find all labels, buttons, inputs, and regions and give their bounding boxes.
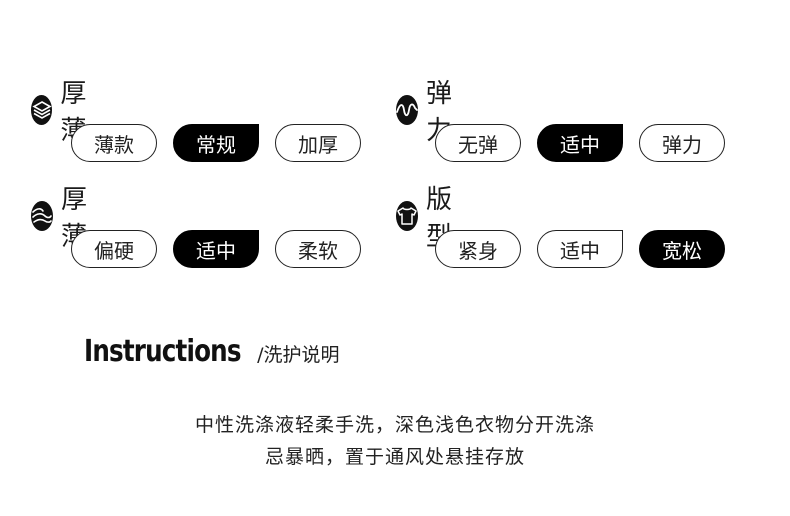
option-regular[interactable]: 常规 [173,124,259,162]
option-moderate[interactable]: 适中 [537,230,623,268]
option-soft[interactable]: 柔软 [275,230,361,268]
option-group: 无弹 适中 弹力 [435,124,741,162]
option-group: 偏硬 适中 柔软 [71,230,377,268]
option-moderate[interactable]: 适中 [173,230,259,268]
option-thin[interactable]: 薄款 [71,124,157,162]
instructions-title: Instructions [84,334,242,369]
care-note-line-1: 中性洗涤液轻柔手洗，深色浅色衣物分开洗涤 [194,414,595,436]
option-no-stretch[interactable]: 无弹 [435,124,521,162]
instructions-subtitle: /洗护说明 [257,344,340,366]
elastic-wave-icon [396,95,418,125]
option-group: 薄款 常规 加厚 [71,124,377,162]
option-group: 紧身 适中 宽松 [435,230,741,268]
tshirt-icon [396,201,418,231]
option-thick[interactable]: 加厚 [275,124,361,162]
care-note-line-2: 忌暴晒，置于通风处悬挂存放 [264,446,525,468]
option-moderate[interactable]: 适中 [537,124,623,162]
layers-icon [31,95,53,125]
instructions-heading: Instructions /洗护说明 [84,334,340,369]
option-slim[interactable]: 紧身 [435,230,521,268]
option-loose[interactable]: 宽松 [639,230,725,268]
option-stretch[interactable]: 弹力 [639,124,725,162]
wind-wave-icon [31,201,53,231]
option-stiff[interactable]: 偏硬 [71,230,157,268]
